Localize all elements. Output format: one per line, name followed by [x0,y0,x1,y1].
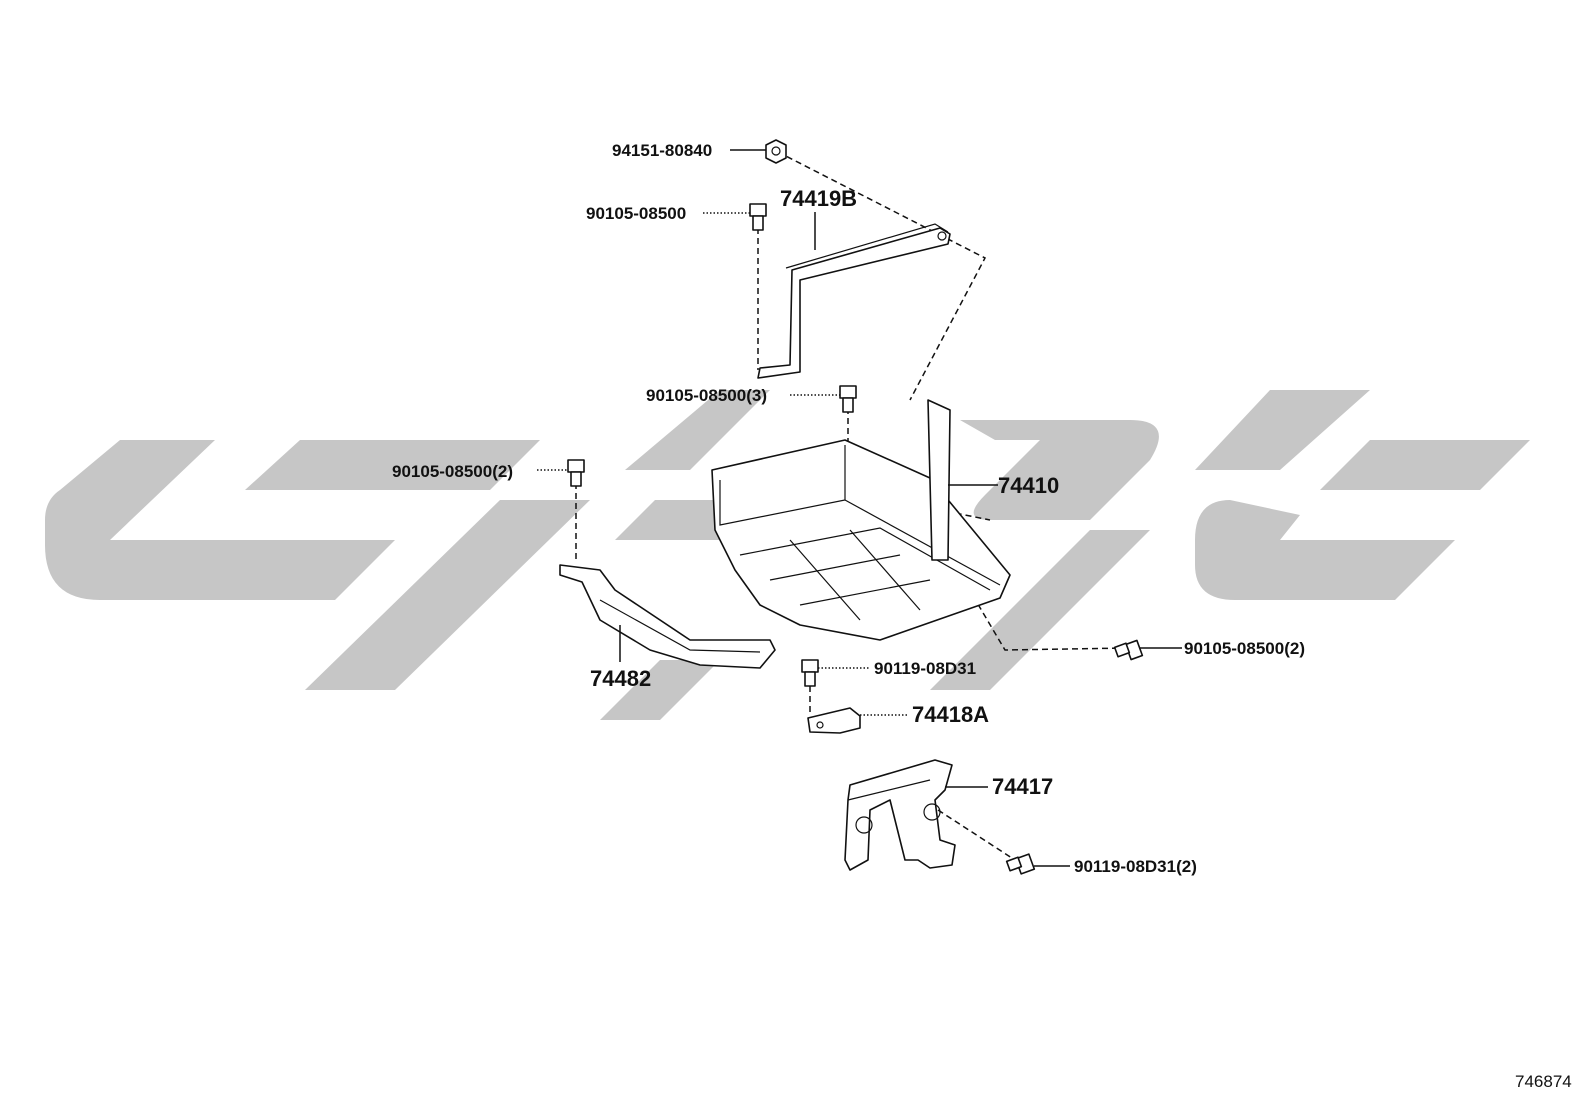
bolt-center-icon[interactable] [839,385,857,413]
label-90105-08500-2-left[interactable]: 90105-08500(2) [392,462,513,481]
label-90105-08500-top[interactable]: 90105-08500 [586,204,686,223]
bolt-right-icon[interactable] [1113,639,1144,661]
clamp-74419b-part[interactable] [757,223,951,379]
label-74417[interactable]: 74417 [992,774,1053,799]
watermark-logo [45,390,1530,720]
bracket-74417-part[interactable] [844,759,956,871]
bolt-left-icon[interactable] [567,459,585,487]
label-90105-08500-3[interactable]: 90105-08500(3) [646,386,767,405]
label-74410[interactable]: 74410 [998,473,1059,498]
label-90119-08d31-2[interactable]: 90119-08D31(2) [1074,857,1197,876]
label-74418a[interactable]: 74418A [912,702,989,727]
label-74482[interactable]: 74482 [590,666,651,691]
bracket-74482-part[interactable] [559,564,776,669]
figure-number: 746874 [1515,1072,1572,1091]
bolt-90119-2-icon[interactable] [1005,853,1036,875]
label-90105-08500-2-right[interactable]: 90105-08500(2) [1184,639,1305,658]
label-94151-80840[interactable]: 94151-80840 [612,141,712,160]
nut-icon[interactable] [765,139,787,164]
battery-tray-74410-part[interactable] [711,399,1011,641]
bolt-90119-icon[interactable] [801,659,819,687]
bracket-74418a-part[interactable] [807,707,861,734]
label-74419b[interactable]: 74419B [780,186,857,211]
leader-lines [537,149,1182,867]
bolt-top-icon[interactable] [749,203,767,231]
label-90119-08d31[interactable]: 90119-08D31 [874,659,976,678]
